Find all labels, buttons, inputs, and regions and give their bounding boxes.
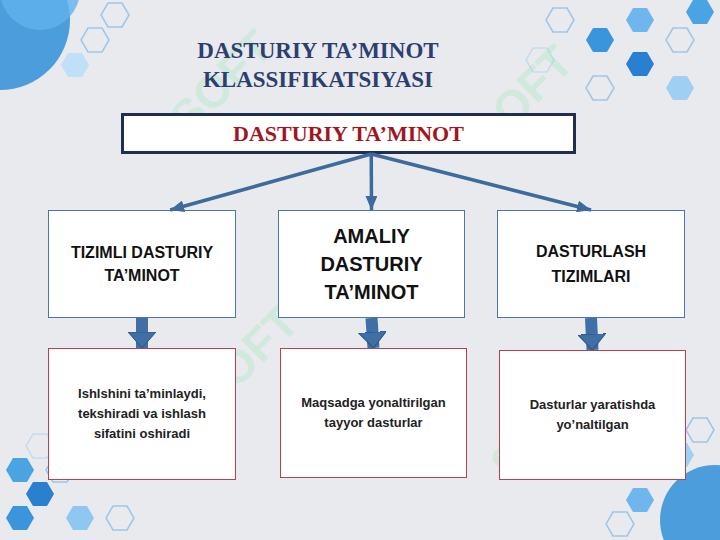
hexagon (6, 506, 34, 530)
hexagon (81, 28, 109, 52)
hexagon (26, 482, 54, 506)
node-text: TIZIMLI DASTURIY TA’MINOT (63, 241, 221, 287)
hexagon (626, 8, 654, 32)
node-text: AMALIY DASTURIY TA’MINOT (297, 222, 446, 306)
description-box: Dasturlar yaratishda yo’naltilgan (499, 350, 686, 480)
node-text: Maqsadga yonaltirilgan tayyor dasturlar (293, 393, 454, 433)
hexagon (666, 76, 694, 100)
node-text: DASTURIY TA’MINOT (233, 121, 464, 147)
root-box: DASTURIY TA’MINOT (121, 113, 576, 154)
category-box: DASTURLASH TIZIMLARI (497, 210, 685, 318)
hexagon (106, 506, 134, 530)
connector-arrow (370, 154, 374, 210)
hexagon (546, 8, 574, 32)
node-text: DASTURLASH TIZIMLARI (516, 239, 666, 289)
hexagon (686, 0, 714, 24)
description-box: Maqsadga yonaltirilgan tayyor dasturlar (280, 348, 467, 478)
description-box: Ishlshini ta’minlaydi, tekshiradi va ish… (48, 348, 236, 480)
hexagon (101, 3, 129, 27)
hexagon (61, 53, 89, 77)
hexagon (6, 458, 34, 482)
hexagon (66, 506, 94, 530)
connector-arrow (170, 154, 371, 210)
hexagon (606, 512, 634, 536)
block-arrow (591, 318, 593, 350)
block-arrow (372, 318, 374, 348)
block-arrow (136, 318, 148, 348)
hexagon (666, 28, 694, 52)
category-box: AMALIY DASTURIY TA’MINOT (278, 210, 465, 318)
connector-arrow (371, 154, 591, 210)
node-text: Ishlshini ta’minlaydi, tekshiradi va ish… (57, 384, 227, 444)
hexagon (626, 52, 654, 76)
corner-blob (0, 0, 80, 30)
hexagon (586, 76, 614, 100)
hexagon (686, 418, 714, 442)
hexagon (626, 488, 654, 512)
diagram-title: DASTURIY TA’MINOT KLASSIFIKATSIYASI (150, 36, 486, 94)
hexagon (586, 28, 614, 52)
category-box: TIZIMLI DASTURIY TA’MINOT (48, 210, 236, 318)
node-text: Dasturlar yaratishda yo’naltilgan (512, 395, 673, 435)
